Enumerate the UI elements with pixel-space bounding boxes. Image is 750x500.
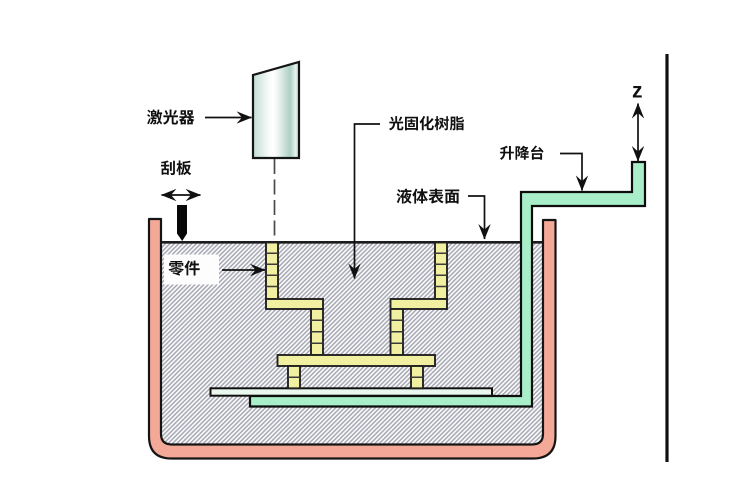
- svg-text:z: z: [632, 80, 643, 103]
